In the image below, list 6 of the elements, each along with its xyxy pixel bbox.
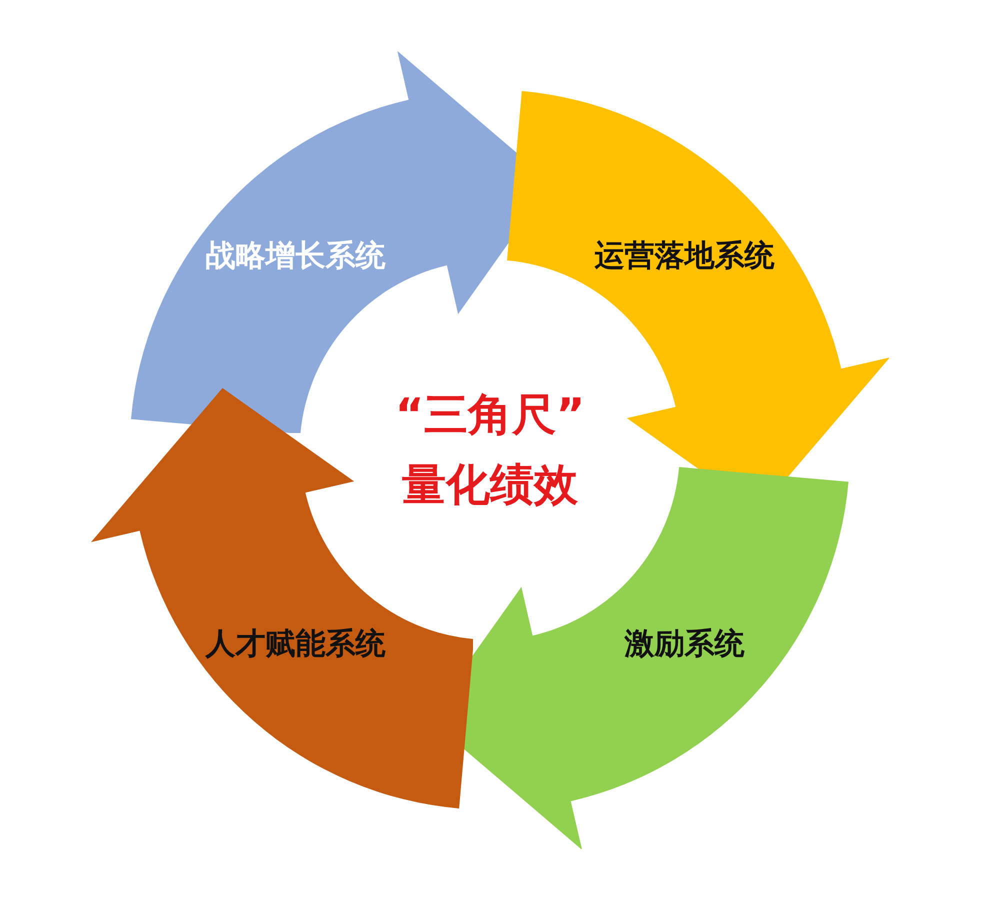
segment-label: 运营落地系统 xyxy=(594,237,774,276)
segment-label: 战略增长系统 xyxy=(206,237,386,276)
segment-label: 人才赋能系统 xyxy=(206,626,386,664)
center-title: 量化绩效 xyxy=(402,458,578,512)
center-title: “三角尺” xyxy=(395,388,585,442)
segment-label: 激励系统 xyxy=(624,626,744,664)
